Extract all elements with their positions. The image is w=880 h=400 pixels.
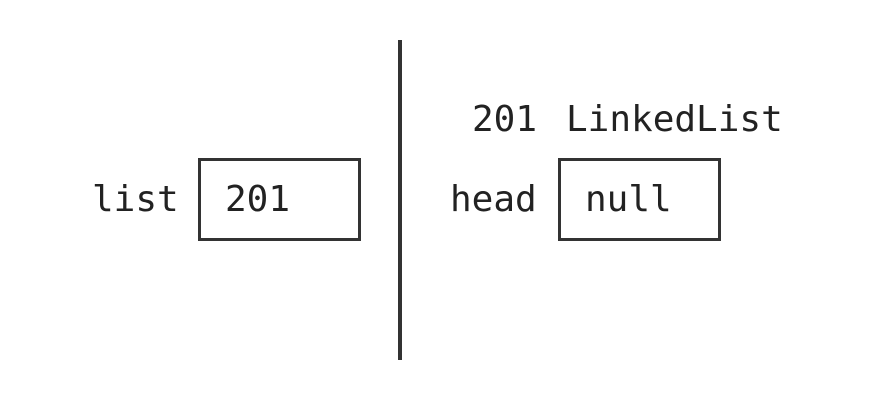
heap-object-type: LinkedList bbox=[566, 99, 783, 140]
heap-object-address: 201 bbox=[472, 99, 538, 140]
stack-variable-value: 201 bbox=[225, 179, 291, 220]
stack-heap-divider bbox=[398, 40, 402, 360]
heap-field-name: head bbox=[450, 179, 537, 220]
stack-variable-name: list bbox=[92, 179, 179, 220]
heap-field-box bbox=[558, 158, 721, 241]
stack-variable-box bbox=[198, 158, 361, 241]
heap-field-value: null bbox=[585, 179, 672, 220]
